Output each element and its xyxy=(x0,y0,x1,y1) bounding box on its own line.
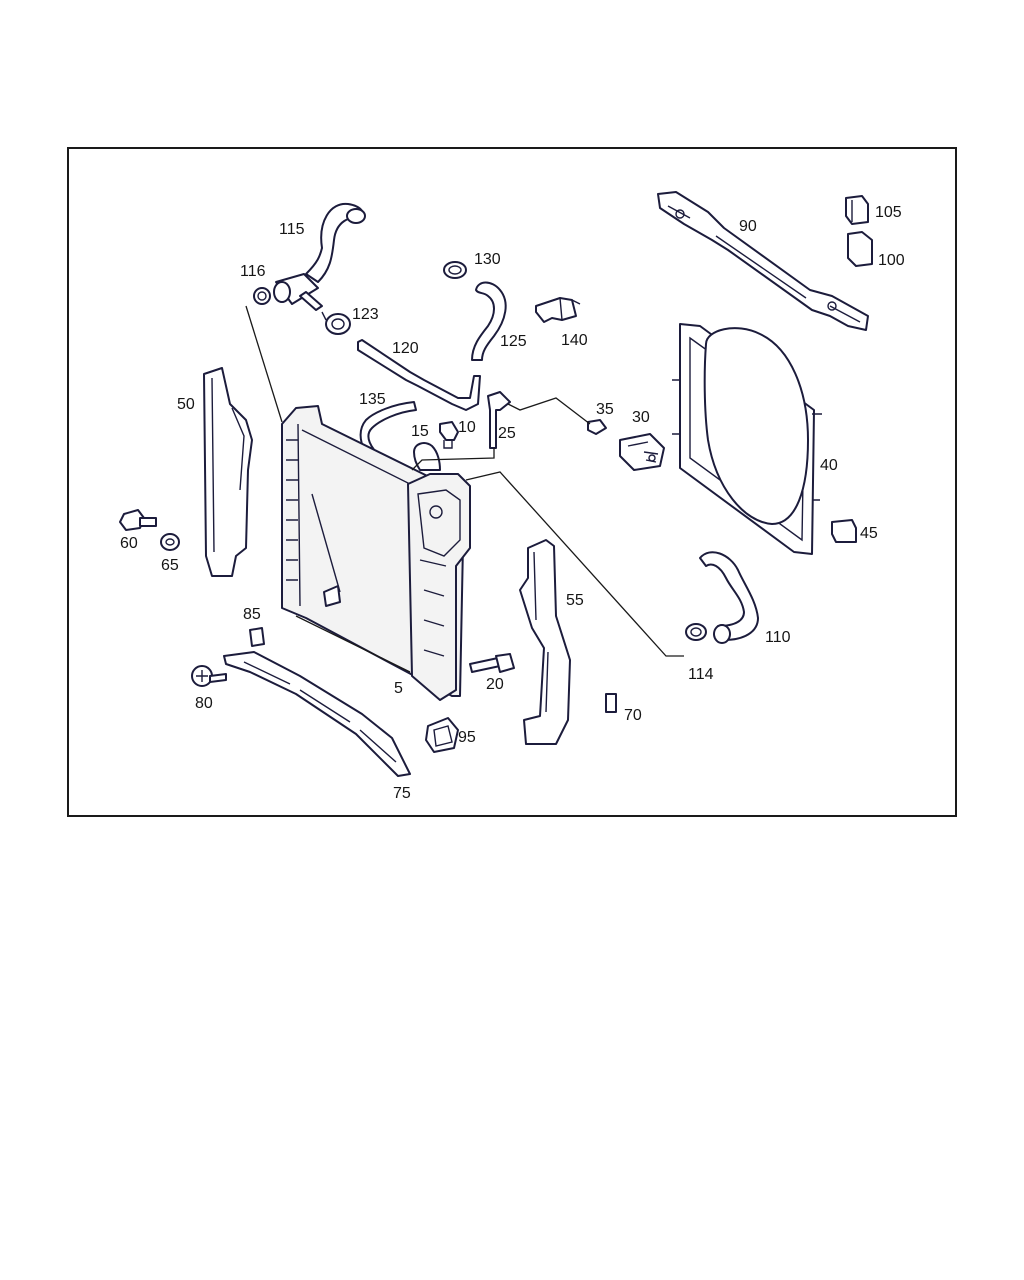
label-60: 60 xyxy=(120,535,138,552)
part-30-switch[interactable] xyxy=(619,433,665,471)
label-65: 65 xyxy=(161,557,179,574)
label-115: 115 xyxy=(279,221,305,238)
label-125: 125 xyxy=(500,333,527,350)
part-75-lower-air-guide[interactable] xyxy=(223,651,411,777)
part-10-cap[interactable] xyxy=(439,421,459,449)
part-15-cap[interactable] xyxy=(413,442,441,471)
part-20-drain-plug[interactable] xyxy=(469,653,515,673)
label-123: 123 xyxy=(352,306,379,323)
part-90-support-bracket[interactable] xyxy=(657,191,869,331)
label-10: 10 xyxy=(458,419,476,436)
label-70: 70 xyxy=(624,707,642,724)
part-125-hose[interactable] xyxy=(471,281,507,361)
part-70-clip[interactable] xyxy=(605,693,617,713)
label-45: 45 xyxy=(860,525,878,542)
part-55-air-guide[interactable] xyxy=(519,539,571,745)
part-100-pad[interactable] xyxy=(847,231,873,267)
part-5-expansion-tank[interactable] xyxy=(407,473,471,701)
part-35-sensor[interactable] xyxy=(587,419,607,435)
diagram-frame xyxy=(67,147,957,817)
label-114: 114 xyxy=(688,666,714,683)
label-140: 140 xyxy=(561,332,588,349)
part-115-upper-hose[interactable] xyxy=(273,202,366,311)
label-40: 40 xyxy=(820,457,838,474)
label-35: 35 xyxy=(596,401,614,418)
part-80-screw[interactable] xyxy=(191,665,227,687)
part-123-clamp[interactable] xyxy=(321,311,351,335)
label-110: 110 xyxy=(765,629,791,646)
label-55: 55 xyxy=(566,592,584,609)
part-65-washer[interactable] xyxy=(160,533,180,551)
part-50-air-guide[interactable] xyxy=(203,367,253,577)
part-140-connector[interactable] xyxy=(535,297,581,323)
label-100: 100 xyxy=(878,252,905,269)
part-85-clip[interactable] xyxy=(249,627,265,647)
label-85: 85 xyxy=(243,606,261,623)
part-40-fan-shroud[interactable] xyxy=(672,323,822,555)
label-5: 5 xyxy=(394,680,403,697)
part-60-screw[interactable] xyxy=(119,509,157,531)
part-114-clamp[interactable] xyxy=(685,623,707,641)
part-45-clip[interactable] xyxy=(831,519,857,543)
part-116-clamp[interactable] xyxy=(253,287,271,305)
part-25-sensor[interactable] xyxy=(487,391,511,449)
label-135: 135 xyxy=(359,391,386,408)
label-116: 116 xyxy=(240,263,266,280)
leader-lines xyxy=(245,305,684,673)
label-95: 95 xyxy=(458,729,476,746)
part-95-mount[interactable] xyxy=(425,717,459,753)
label-50: 50 xyxy=(177,396,195,413)
label-75: 75 xyxy=(393,785,411,802)
label-90: 90 xyxy=(739,218,757,235)
label-105: 105 xyxy=(875,204,902,221)
label-120: 120 xyxy=(392,340,419,357)
label-80: 80 xyxy=(195,695,213,712)
label-130: 130 xyxy=(474,251,501,268)
label-15: 15 xyxy=(411,423,429,440)
part-105-clip[interactable] xyxy=(845,195,869,225)
label-20: 20 xyxy=(486,676,504,693)
part-120-pipe[interactable] xyxy=(357,339,481,411)
part-110-lower-hose[interactable] xyxy=(699,551,759,644)
label-25: 25 xyxy=(498,425,516,442)
label-30: 30 xyxy=(632,409,650,426)
part-130-clamp[interactable] xyxy=(443,261,467,279)
